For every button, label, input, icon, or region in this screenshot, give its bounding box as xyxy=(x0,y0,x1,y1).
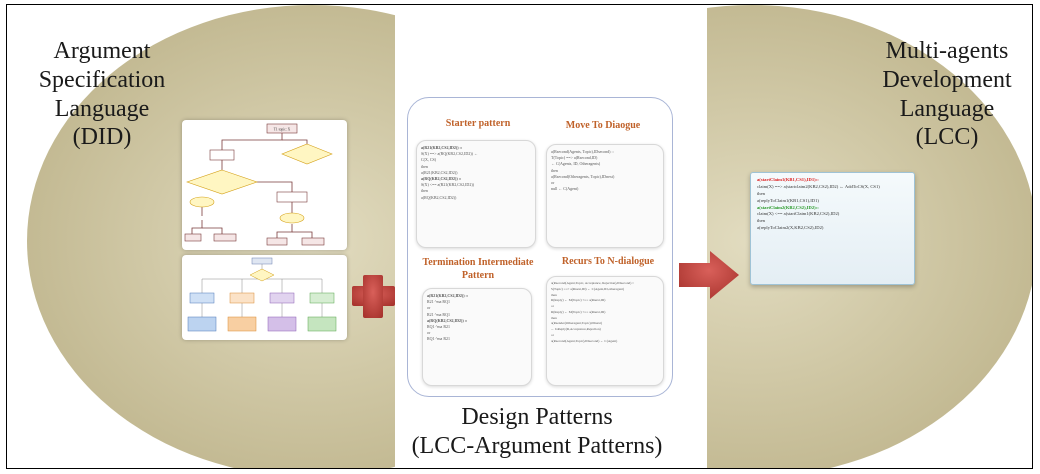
starter-pattern-title: Starter pattern xyxy=(445,118,511,129)
recurs-to-n-dialogue-box: a(Rsecond(Agent,Topic, Acceptance, Rejec… xyxy=(546,276,664,386)
pattern-line: R(Reply) ← M(Topic) <== a(Rnext,ID) xyxy=(551,298,606,303)
pattern-line: or xyxy=(427,305,431,311)
pattern-line: or xyxy=(551,333,554,338)
pattern-line: a(RQ(KB2,CS2,ID2)) :: xyxy=(427,317,468,323)
lcc-line: a(startClaim2(KB2,CS2),ID2):: xyxy=(757,204,819,210)
pattern-line: then xyxy=(551,315,557,320)
move-to-dialogue-title: Move To Diaogue xyxy=(565,120,641,131)
pattern-line: a(Rsecond(Otheragents, Topic),IDnext) xyxy=(551,173,615,179)
pattern-line: S(Topic) ==> a(Rnext,ID) ← C(Agent,ID,ot… xyxy=(551,286,625,291)
caption-line: (DID) xyxy=(72,124,132,151)
pattern-line: a(Rsender(Otheragent,Topic),IDnext) xyxy=(551,321,602,326)
pattern-line: a(Rsecond(Agents, Topic),IDsecond) :: xyxy=(551,149,614,154)
lcc-line: a(replyToClaim2(X,KB2,CS2),ID2) xyxy=(757,225,824,231)
pattern-line: C(X, CS) xyxy=(421,157,437,163)
recurs-to-n-dialogue-title: Recurs To N-dialogue xyxy=(561,256,655,267)
pattern-line: a(Rsecond(Agent,Topic),IDsecond) ← C(Age… xyxy=(551,338,618,343)
lcc-code-card: a(startClaim1(KB1,CS1),ID1):: claim(X) =… xyxy=(750,172,915,285)
caption-line: (LCC-Argument Patterns) xyxy=(411,432,663,459)
caption-line: Argument xyxy=(53,38,151,64)
pattern-line: or xyxy=(551,179,555,185)
caption-line: Multi-agents xyxy=(885,38,1009,64)
starter-pattern-box: a(R21(KB2,CS2,ID2)) :: S(X) ==> a(RQ(KB2… xyxy=(416,140,536,248)
did-flowchart: T1 topic: X xyxy=(184,123,333,246)
lcc-line: a(startClaim1(KB1,CS1),ID1):: xyxy=(757,177,819,182)
pattern-line: a(R21(KB2,CS2,ID2)) xyxy=(421,169,458,175)
lcc-line: then xyxy=(757,218,765,224)
plus-icon xyxy=(352,275,395,318)
pattern-line: R21 ^ma RQ1 xyxy=(427,311,450,317)
caption-design-patterns: Design Patterns (LCC-Argument Patterns) xyxy=(387,403,687,461)
move-to-dialogue-box: a(Rsecond(Agents, Topic),IDsecond) :: T(… xyxy=(546,144,664,248)
pattern-line: R(Reply) ← M(Topic) <== a(Rnext,ID) xyxy=(551,309,606,314)
pattern-line: ← C(Agents, ID, Otheragents) xyxy=(551,161,601,167)
caption-line: Specification xyxy=(38,66,166,93)
pattern-line: or xyxy=(551,304,554,309)
caption-line: Language xyxy=(899,95,995,122)
pattern-line: a(RQ(KB2,CS2,ID2)) xyxy=(421,194,457,200)
did-colored-flow xyxy=(187,257,337,332)
pattern-line: T(Topic) ==> a(Rsecond,ID) xyxy=(551,155,598,161)
right-arrow-icon xyxy=(679,251,739,299)
pattern-line: S(X) ==> a(RQ(KB2,CS2,ID2)) ← xyxy=(421,151,478,157)
caption-line: (LCC) xyxy=(915,124,979,151)
did-node-label: T1 topic: X xyxy=(274,128,291,132)
pattern-line: then xyxy=(421,163,428,169)
pattern-line: RQ1 ^ma R21 xyxy=(427,336,450,342)
pattern-line: a(RQ(KB2,CS2,ID2)) :: xyxy=(421,175,462,181)
pattern-line: ← IsReply(R,Acceptance,Rejection) xyxy=(551,327,601,332)
pattern-line: S(X) <== a(R21(KB2,CS2,ID2)) xyxy=(421,182,474,188)
pattern-line: or xyxy=(427,330,431,336)
lcc-line: a(replyToClaim1(KB1,CS1),ID1) xyxy=(757,197,819,203)
pattern-line: then xyxy=(421,188,428,194)
caption-line: Development xyxy=(882,66,1012,93)
caption-line: Design Patterns xyxy=(461,404,613,430)
pattern-line: then xyxy=(551,167,558,173)
pattern-line: a(R21(KB2,CS2,ID2)) :: xyxy=(427,293,469,298)
design-patterns-panel: Starter pattern Move To Diaogue a(R21(KB… xyxy=(407,97,673,397)
lcc-line: then xyxy=(757,190,765,196)
lcc-line: claim(X) ==> a(startclaim2(KB2,CS2),ID2)… xyxy=(757,183,880,189)
pattern-line: R21 ^ma RQ1 xyxy=(427,299,450,305)
pattern-line: a(Rsecond(Agent,Topic, Acceptance, Rejec… xyxy=(551,281,635,285)
pattern-line: then xyxy=(551,292,557,297)
figure-frame: Argument Specification Language (DID) Mu… xyxy=(6,4,1033,469)
pattern-line: RQ1 ^ma R21 xyxy=(427,323,450,329)
caption-multi-agents-development-language: Multi-agents Development Language (LCC) xyxy=(862,37,1032,152)
caption-argument-specification-language: Argument Specification Language (DID) xyxy=(27,37,177,152)
caption-line: Language xyxy=(54,95,150,122)
pattern-line: null ← C(Agent) xyxy=(551,186,579,192)
termination-pattern-title: Termination Intermediate Pattern xyxy=(422,257,534,281)
did-dialogue-thumbnail xyxy=(182,255,347,340)
lcc-line: claim(X) <== a(startClaim1(KB2,CS2),ID2) xyxy=(757,211,840,217)
did-diagram-thumbnail: T1 topic: X xyxy=(182,120,347,250)
termination-pattern-box: a(R21(KB2,CS2,ID2)) :: R21 ^ma RQ1 or R2… xyxy=(422,288,532,386)
pattern-line: a(R21(KB2,CS2,ID2)) :: xyxy=(421,145,463,150)
